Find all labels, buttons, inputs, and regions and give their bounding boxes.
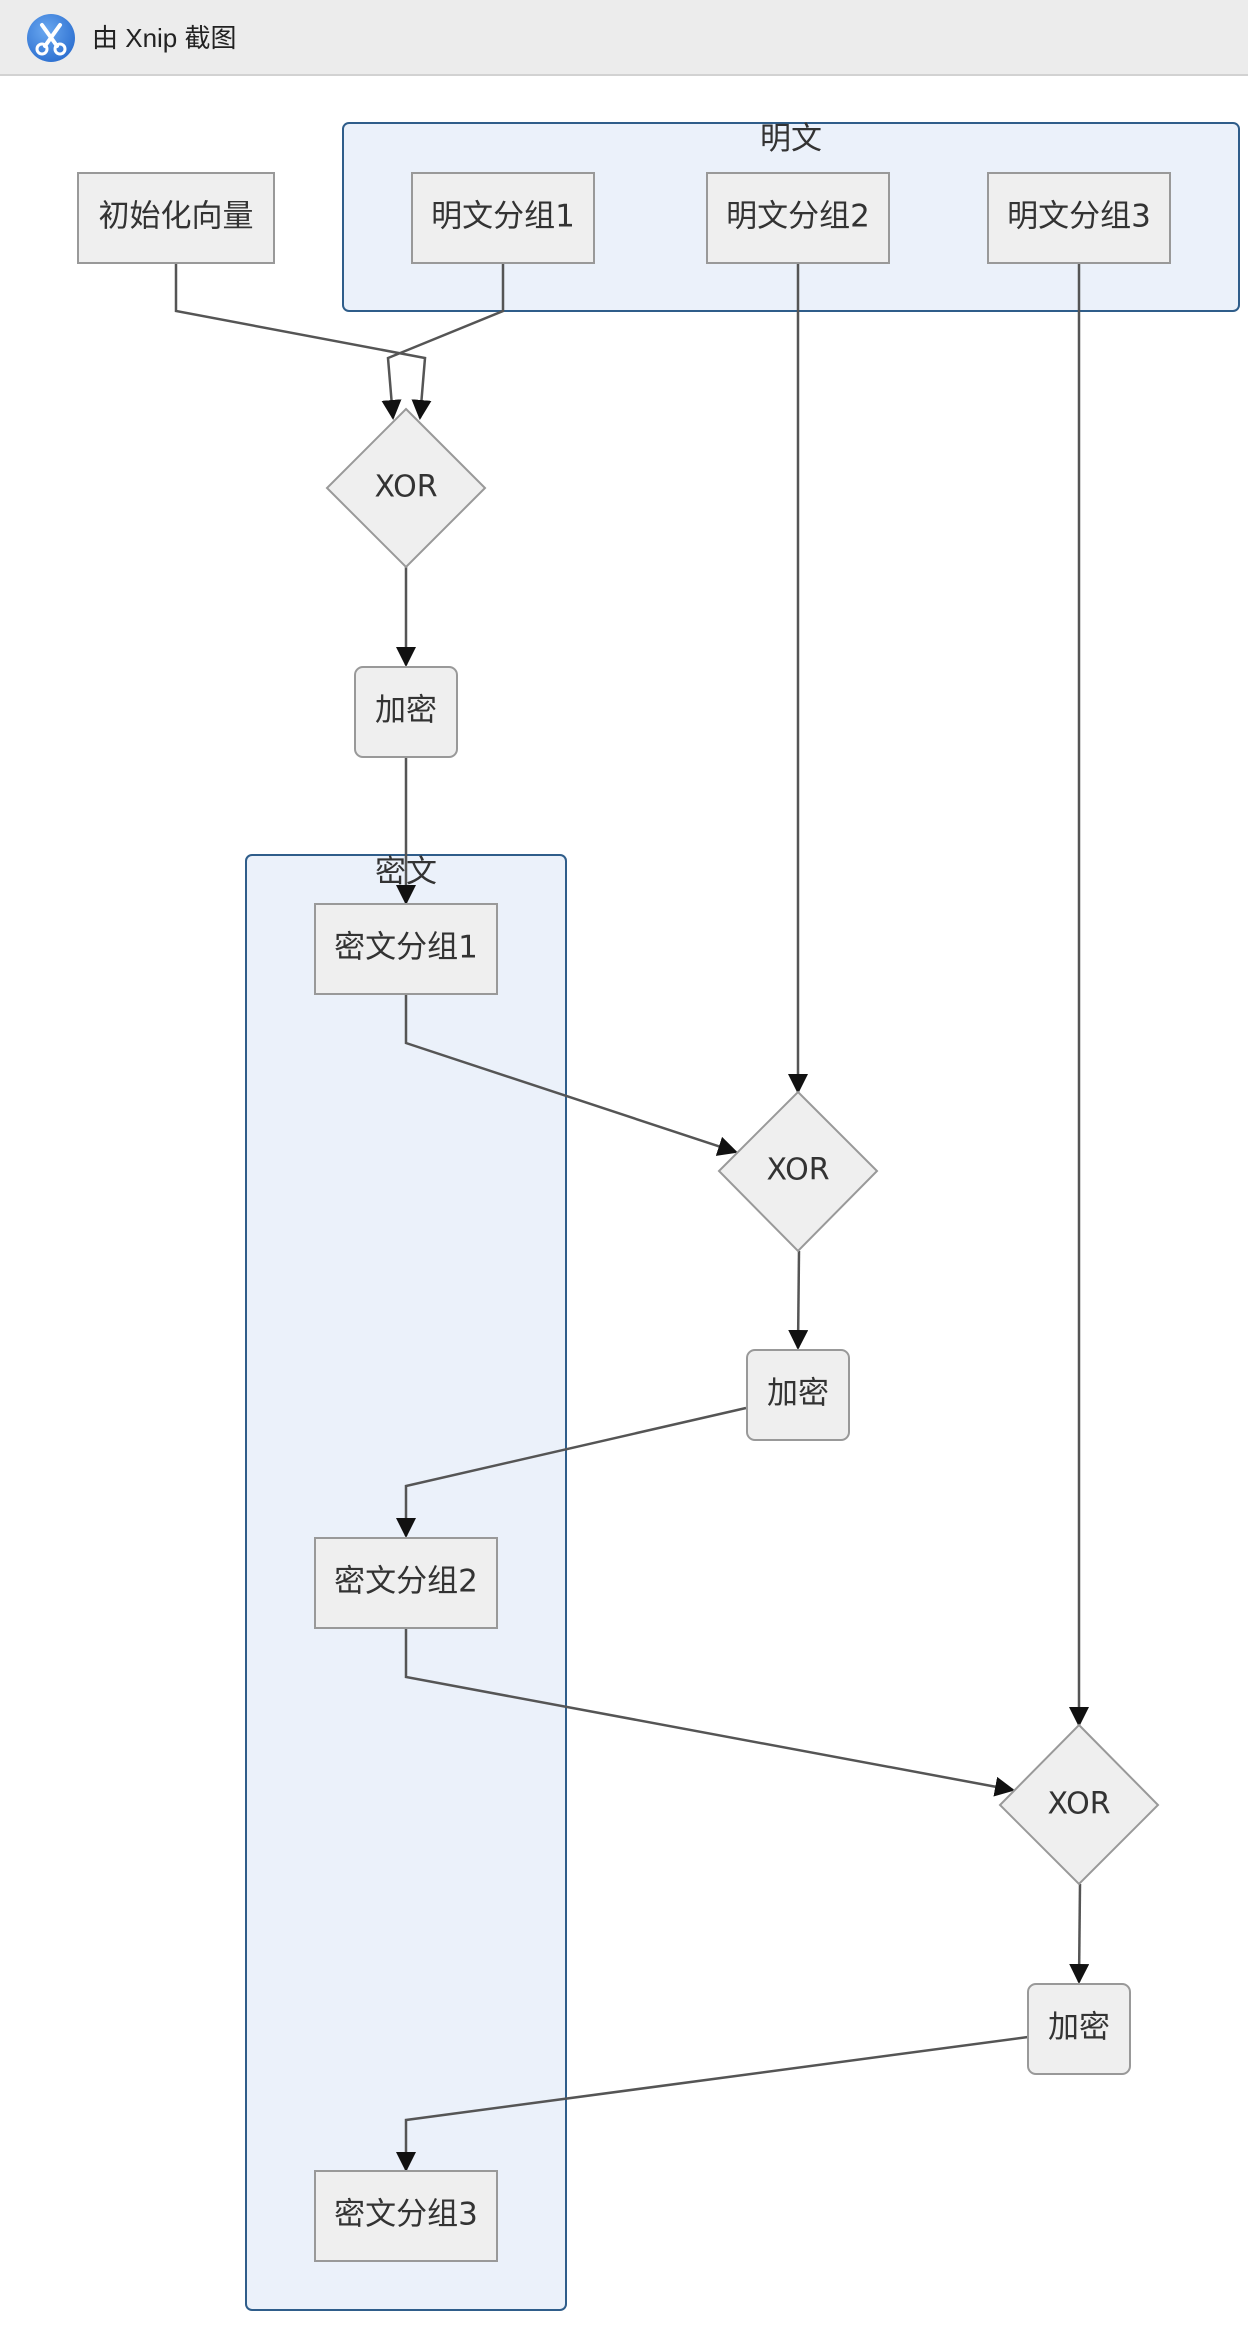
node-encrypt-2-label: 加密: [767, 1376, 829, 1412]
scissors-icon[interactable]: [26, 13, 76, 63]
node-xor-3[interactable]: XOR: [998, 1723, 1160, 1886]
node-ciphertext-3[interactable]: 密文分组3: [314, 2170, 498, 2262]
node-iv-box[interactable]: [77, 172, 275, 264]
node-xor-3-shape[interactable]: [998, 1723, 1160, 1886]
node-ciphertext-2-label: 密文分组2: [334, 1564, 478, 1600]
plaintext-group-label: 明文: [760, 121, 822, 157]
node-plaintext-1-label: 明文分组1: [431, 199, 575, 235]
edges: [174, 264, 1090, 2172]
node-encrypt-1-box[interactable]: [354, 666, 458, 758]
edge-xor2-to-enc2: [788, 1250, 809, 1350]
node-xor-1-label: XOR: [374, 470, 437, 505]
edge-p1-to-xor1: [381, 264, 505, 420]
window-titlebar: 由 Xnip 截图: [0, 0, 1248, 76]
edge-c1-to-xor2: [404, 995, 738, 1156]
node-encrypt-2[interactable]: 加密: [746, 1349, 850, 1441]
node-encrypt-2-box[interactable]: [746, 1349, 850, 1441]
node-plaintext-3-box[interactable]: [987, 172, 1171, 264]
node-ciphertext-2-box[interactable]: [314, 1537, 498, 1629]
node-plaintext-1-box[interactable]: [411, 172, 595, 264]
node-encrypt-1[interactable]: 加密: [354, 666, 458, 758]
node-ciphertext-1-label: 密文分组1: [334, 930, 478, 966]
node-plaintext-1[interactable]: 明文分组1: [411, 172, 595, 264]
node-xor-1-shape[interactable]: [325, 407, 487, 569]
node-encrypt-3[interactable]: 加密: [1027, 1983, 1131, 2075]
edge-enc3-to-c3: [396, 2035, 1029, 2172]
edge-iv-to-xor1: [174, 264, 432, 420]
node-ciphertext-1-box[interactable]: [314, 903, 498, 995]
node-xor-2[interactable]: XOR: [717, 1090, 879, 1253]
node-plaintext-2[interactable]: 明文分组2: [706, 172, 890, 264]
node-xor-2-shape[interactable]: [717, 1090, 879, 1253]
node-xor-3-label: XOR: [1047, 1787, 1110, 1822]
node-encrypt-3-label: 加密: [1048, 2010, 1110, 2046]
node-plaintext-2-box[interactable]: [706, 172, 890, 264]
node-plaintext-2-label: 明文分组2: [726, 199, 870, 235]
node-ciphertext-3-label: 密文分组3: [334, 2197, 478, 2233]
node-ciphertext-1[interactable]: 密文分组1: [314, 903, 498, 995]
node-plaintext-3-label: 明文分组3: [1007, 199, 1151, 235]
node-ciphertext-2[interactable]: 密文分组2: [314, 1537, 498, 1629]
window-title: 由 Xnip 截图: [92, 23, 237, 53]
node-plaintext-3[interactable]: 明文分组3: [987, 172, 1171, 264]
edge-enc2-to-c2: [396, 1406, 747, 1538]
node-ciphertext-3-box[interactable]: [314, 2170, 498, 2262]
node-xor-2-label: XOR: [766, 1153, 829, 1188]
node-iv[interactable]: 初始化向量: [77, 172, 275, 264]
node-xor-1[interactable]: XOR: [325, 407, 487, 569]
node-encrypt-3-box[interactable]: [1027, 1983, 1131, 2075]
edge-xor3-to-enc3: [1069, 1883, 1090, 1984]
node-encrypt-1-label: 加密: [375, 693, 437, 729]
edge-c2-to-xor3: [404, 1629, 1015, 1797]
node-iv-label: 初始化向量: [99, 199, 254, 235]
